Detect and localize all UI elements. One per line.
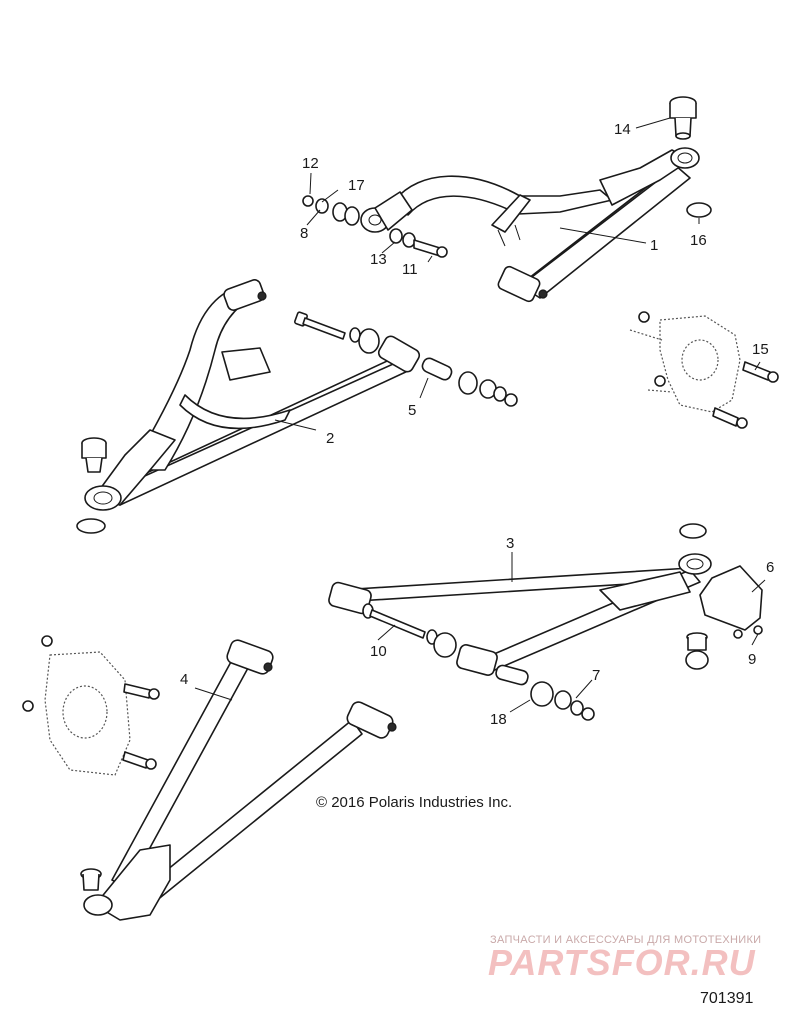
a-arm-part-4: [83, 639, 397, 921]
ball-joint-part-4: [80, 868, 102, 891]
callout-2: 2: [326, 430, 334, 447]
callout-12: 12: [302, 155, 319, 172]
retaining-ring-part-3: [679, 523, 707, 539]
watermark-tagline: ЗАПЧАСТИ И АКСЕССУАРЫ ДЛЯ МОТОТЕХНИКИ: [490, 934, 762, 946]
callout-16: 16: [690, 232, 707, 249]
hardware-group-upper: [302, 195, 448, 258]
callout-8: 8: [300, 225, 308, 242]
callout-15: 15: [752, 341, 769, 358]
callout-13: 13: [370, 251, 387, 268]
callout-11: 11: [402, 261, 418, 278]
callout-3: 3: [506, 535, 514, 552]
a-arm-part-1: [360, 147, 700, 303]
knuckle-reference-right: [629, 311, 779, 429]
retaining-ring-left: [76, 518, 106, 534]
callout-1: 1: [650, 237, 658, 254]
callout-10: 10: [370, 643, 387, 660]
hardware-group-part-5: [294, 311, 518, 407]
callout-4: 4: [180, 671, 188, 688]
diagram-number: 701391: [700, 990, 754, 1007]
callout-7: 7: [592, 667, 600, 684]
knuckle-reference-left: [22, 635, 160, 776]
hardware-group-lower: [362, 603, 595, 721]
shield-part-6: [699, 565, 763, 631]
leader-lines: [194, 117, 766, 713]
callout-18: 18: [490, 711, 507, 728]
retaining-ring-part-16: [686, 202, 712, 218]
callout-5: 5: [408, 402, 416, 419]
ball-joint-part-3: [685, 632, 709, 670]
watermark-brand: PARTSFOR.RU: [488, 942, 756, 983]
callout-6: 6: [766, 559, 774, 576]
callout-labels: 1 2 3 4 5 6 7 8 9 10 11 12 13 14 15 16 1…: [180, 121, 774, 728]
callout-9: 9: [748, 651, 756, 668]
ball-joint-part-14: [669, 96, 697, 140]
ball-joint-left: [81, 437, 107, 473]
a-arm-part-2: [84, 279, 421, 511]
a-arm-part-3: [328, 553, 712, 676]
callout-17: 17: [348, 177, 365, 194]
callout-14: 14: [614, 121, 631, 138]
copyright-notice: © 2016 Polaris Industries Inc.: [316, 794, 513, 811]
